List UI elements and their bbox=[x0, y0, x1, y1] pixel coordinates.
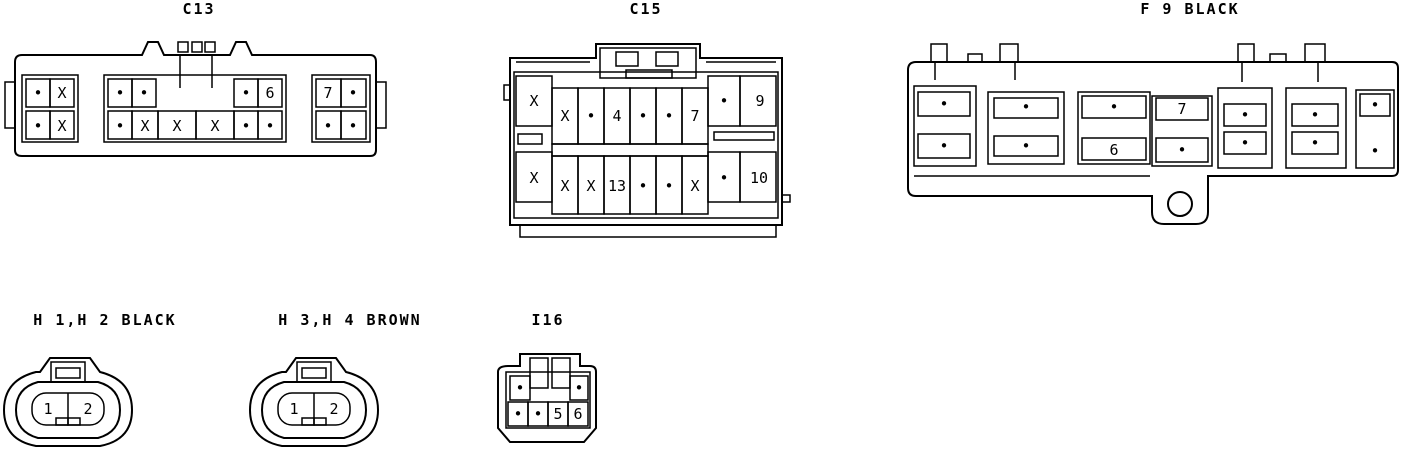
h1h2-pin-2: 2 bbox=[83, 400, 92, 418]
f9-lower-pin-1: • bbox=[939, 137, 948, 155]
c15-upper-pin-1: X bbox=[529, 92, 538, 110]
c13-bottom-pin-1: • bbox=[33, 117, 42, 135]
f9-upper-pin-2: • bbox=[1021, 98, 1030, 116]
i16-pin-3: • bbox=[513, 405, 522, 423]
f9-upper-pin-4: 7 bbox=[1177, 100, 1186, 118]
connector-i16: I16 • • • • 5 6 bbox=[497, 311, 597, 443]
i16-title: I16 bbox=[531, 311, 564, 329]
c13-bottom-pin-6: X bbox=[210, 117, 219, 135]
c15-lower-pin-3: X bbox=[586, 177, 595, 195]
c15-lower-pin-5: • bbox=[638, 177, 647, 195]
c15-lower-pin-2: X bbox=[560, 177, 569, 195]
c15-lower-pin-8: • bbox=[719, 169, 728, 187]
c15-title: C15 bbox=[629, 0, 662, 18]
c13-top-pin-4: • bbox=[139, 84, 148, 102]
h3h4-pin-2: 2 bbox=[329, 400, 338, 418]
c15-upper-pin-9: 9 bbox=[755, 92, 764, 110]
connector-h1-h2: H 1,H 2 BLACK 1 2 bbox=[2, 311, 176, 447]
f9-title: F 9 BLACK bbox=[1140, 0, 1239, 18]
c13-bottom-pin-5: X bbox=[172, 117, 181, 135]
c13-top-pin-10: 7 bbox=[323, 84, 332, 102]
c13-top-pin-3: • bbox=[115, 84, 124, 102]
c13-bottom-pin-2: X bbox=[57, 117, 66, 135]
c13-bottom-pin-10: • bbox=[348, 117, 357, 135]
f9-lower-pin-5: • bbox=[1240, 134, 1249, 152]
c13-top-pin-9: 6 bbox=[265, 84, 274, 102]
f9-lower-pin-2: • bbox=[1021, 137, 1030, 155]
f9-lower-pin-4: • bbox=[1177, 141, 1186, 159]
c13-top-pin-8: • bbox=[241, 84, 250, 102]
f9-lower-pin-7: • bbox=[1370, 142, 1379, 160]
c15-upper-pin-4: 4 bbox=[612, 107, 621, 125]
c13-bottom-pin-3: • bbox=[115, 117, 124, 135]
c15-lower-pin-6: • bbox=[664, 177, 673, 195]
i16-pin-5: 5 bbox=[553, 405, 562, 423]
f9-upper-pin-1: • bbox=[939, 95, 948, 113]
connector-c13: C13 • X • • • 6 7 • bbox=[4, 0, 387, 157]
c13-top-pin-1: • bbox=[33, 84, 42, 102]
f9-upper-pin-6: • bbox=[1310, 106, 1319, 124]
c15-lower-pin-1: X bbox=[529, 169, 538, 187]
f9-lower-pin-3: 6 bbox=[1109, 141, 1118, 159]
c15-upper-pin-2: X bbox=[560, 107, 569, 125]
c13-top-pin-2: X bbox=[57, 84, 66, 102]
f9-upper-pin-7: • bbox=[1370, 96, 1379, 114]
c13-top-pin-11: • bbox=[348, 84, 357, 102]
c13-bottom-pin-7: • bbox=[241, 117, 250, 135]
i16-pin-1: • bbox=[515, 379, 524, 397]
c15-upper-pin-8: • bbox=[719, 92, 728, 110]
c15-upper-pin-7: 7 bbox=[690, 107, 699, 125]
h1h2-pin-1: 1 bbox=[43, 400, 52, 418]
c15-lower-pin-7: X bbox=[690, 177, 699, 195]
c15-lower-pin-4: 13 bbox=[608, 177, 626, 195]
f9-lower-pin-6: • bbox=[1310, 134, 1319, 152]
c13-bottom-pin-8: • bbox=[265, 117, 274, 135]
connector-c15: C15 X X bbox=[503, 0, 791, 238]
i16-pin-6: 6 bbox=[573, 405, 582, 423]
h3h4-title: H 3,H 4 BROWN bbox=[278, 311, 421, 329]
connector-f9: F 9 BLACK • • • bbox=[907, 0, 1399, 225]
i16-pin-4: • bbox=[533, 405, 542, 423]
c15-upper-pin-3: • bbox=[586, 107, 595, 125]
h3h4-pin-1: 1 bbox=[289, 400, 298, 418]
f9-upper-pin-5: • bbox=[1240, 106, 1249, 124]
c15-lower-pin-9: 10 bbox=[750, 169, 768, 187]
connector-h3-h4: H 3,H 4 BROWN 1 2 bbox=[248, 311, 421, 447]
f9-upper-pin-3: • bbox=[1109, 98, 1118, 116]
c15-upper-pin-5: • bbox=[638, 107, 647, 125]
c13-bottom-pin-9: • bbox=[323, 117, 332, 135]
c15-upper-pin-6: • bbox=[664, 107, 673, 125]
h1h2-title: H 1,H 2 BLACK bbox=[33, 311, 176, 329]
i16-pin-2: • bbox=[574, 379, 583, 397]
c13-title: C13 bbox=[182, 0, 215, 18]
c13-bottom-pin-4: X bbox=[140, 117, 149, 135]
